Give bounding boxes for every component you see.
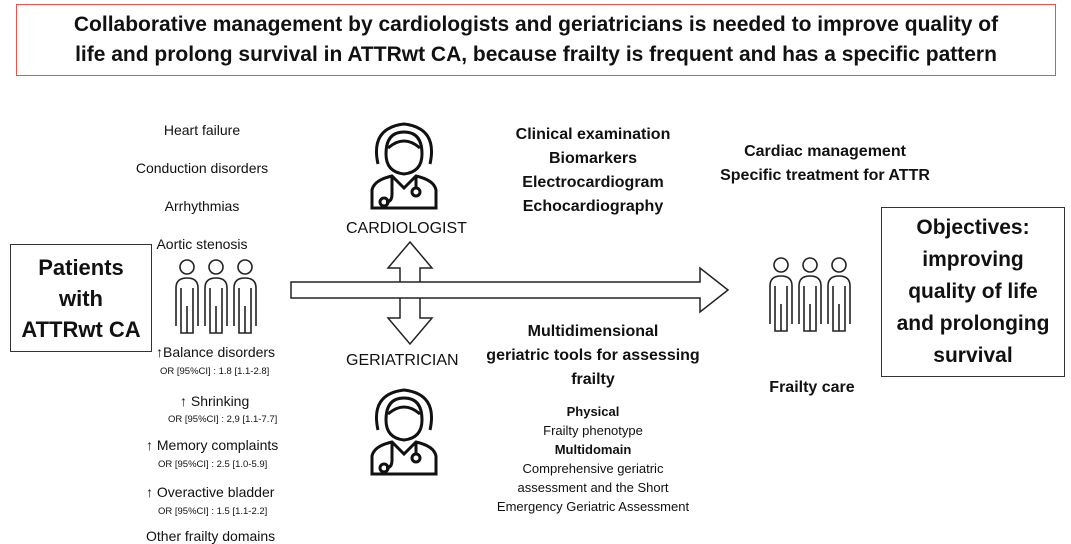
title-line-2: life and prolong survival in ATTRwt CA, …: [75, 43, 997, 66]
patients-line-1: Patients: [38, 254, 124, 280]
tool-electrocardiogram: Electrocardiogram: [522, 174, 664, 191]
condition-aortic-stenosis: Aortic stenosis: [156, 236, 248, 252]
multidomain-heading: Multidomain: [554, 442, 632, 457]
geriatric-tools-heading: Multidimensional geriatric tools for ass…: [486, 323, 700, 388]
tool-echocardiography: Echocardiography: [522, 198, 664, 215]
patients-group-icon: [769, 257, 851, 332]
up-arrow-icon: ↑: [146, 484, 153, 500]
patients-line-2: with: [59, 285, 103, 311]
cardiologist-tools: Clinical examination Biomarkers Electroc…: [490, 123, 696, 219]
physical-item: Frailty phenotype: [543, 423, 643, 438]
patients-group-icon: [175, 259, 257, 334]
frailty-care: Frailty care: [769, 379, 855, 396]
finding-bladder: ↑ Overactive bladder: [146, 484, 275, 500]
objectives-box: Objectives: improving quality of life an…: [881, 207, 1065, 377]
stat-memory: OR [95%CI] : 2.5 [1.0-5.9]: [158, 459, 268, 470]
condition-conduction-disorders: Conduction disorders: [135, 160, 269, 176]
condition-heart-failure: Heart failure: [163, 122, 241, 138]
doctor-icon: [370, 388, 438, 476]
cardiologist-label: CARDIOLOGIST: [346, 220, 467, 237]
title-box: Collaborative management by cardiologist…: [16, 4, 1056, 76]
right-arrow-icon: [290, 266, 730, 314]
tool-clinical-examination: Clinical examination: [515, 126, 671, 143]
other-frailty-domains: Other frailty domains: [146, 528, 276, 544]
doctor-icon: [370, 122, 438, 210]
title-line-1: Collaborative management by cardiologist…: [73, 13, 999, 36]
up-arrow-icon: ↑: [156, 344, 163, 360]
cardiac-management: Cardiac management Specific treatment fo…: [720, 143, 930, 184]
finding-memory: ↑ Memory complaints: [146, 437, 279, 453]
tool-biomarkers: Biomarkers: [548, 150, 638, 167]
patients-box: Patients with ATTRwt CA: [10, 244, 152, 352]
geriatrician-label: GERIATRICIAN: [346, 352, 459, 369]
finding-shrinking: ↑ Shrinking: [180, 393, 250, 409]
physical-heading: Physical: [566, 404, 620, 419]
condition-arrhythmias: Arrhythmias: [164, 198, 240, 214]
stat-bladder: OR [95%CI] : 1.5 [1.1-2.2]: [158, 506, 268, 517]
patients-line-3: ATTRwt CA: [21, 316, 141, 342]
geriatric-tools-detail: Physical Frailty phenotype Multidomain C…: [466, 402, 720, 516]
finding-balance: ↑Balance disorders: [156, 344, 276, 360]
stat-balance: OR [95%CI] : 1.8 [1.1-2.8]: [160, 366, 270, 377]
up-arrow-icon: ↑: [180, 393, 187, 409]
stat-shrinking: OR [95%CI] : 2,9 [1.1-7.7]: [168, 414, 278, 425]
up-arrow-icon: ↑: [146, 437, 153, 453]
